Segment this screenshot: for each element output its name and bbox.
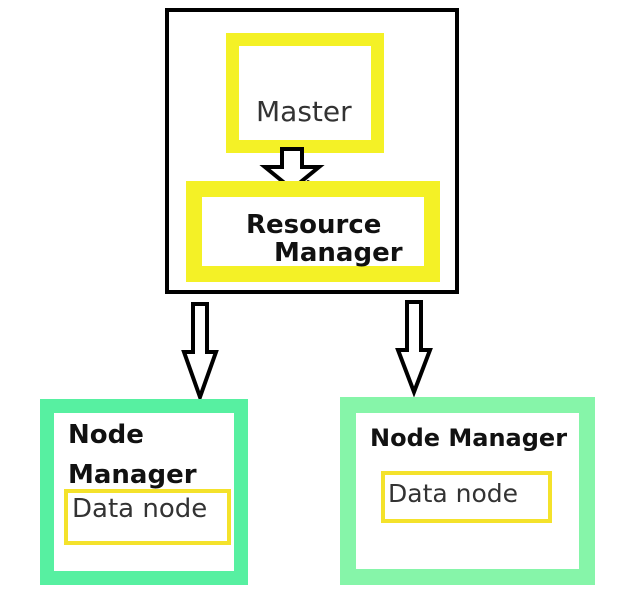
node-manager-right-label: Node Manager <box>370 424 568 452</box>
node-manager-left-line2: Manager <box>68 460 197 490</box>
resource-manager-line1: Resource <box>246 210 382 240</box>
node-manager-left-line1: Node <box>68 420 144 450</box>
master-node-box <box>226 33 384 153</box>
resource-manager-line2: Manager <box>274 238 403 268</box>
master-node-line1: Master <box>256 95 352 128</box>
data-node-left-box <box>64 489 231 545</box>
data-node-right-label: Data node <box>388 479 519 508</box>
resource-manager-box <box>186 181 440 282</box>
data-node-right-box <box>381 471 552 523</box>
data-node-left-label: Data node <box>72 494 208 524</box>
